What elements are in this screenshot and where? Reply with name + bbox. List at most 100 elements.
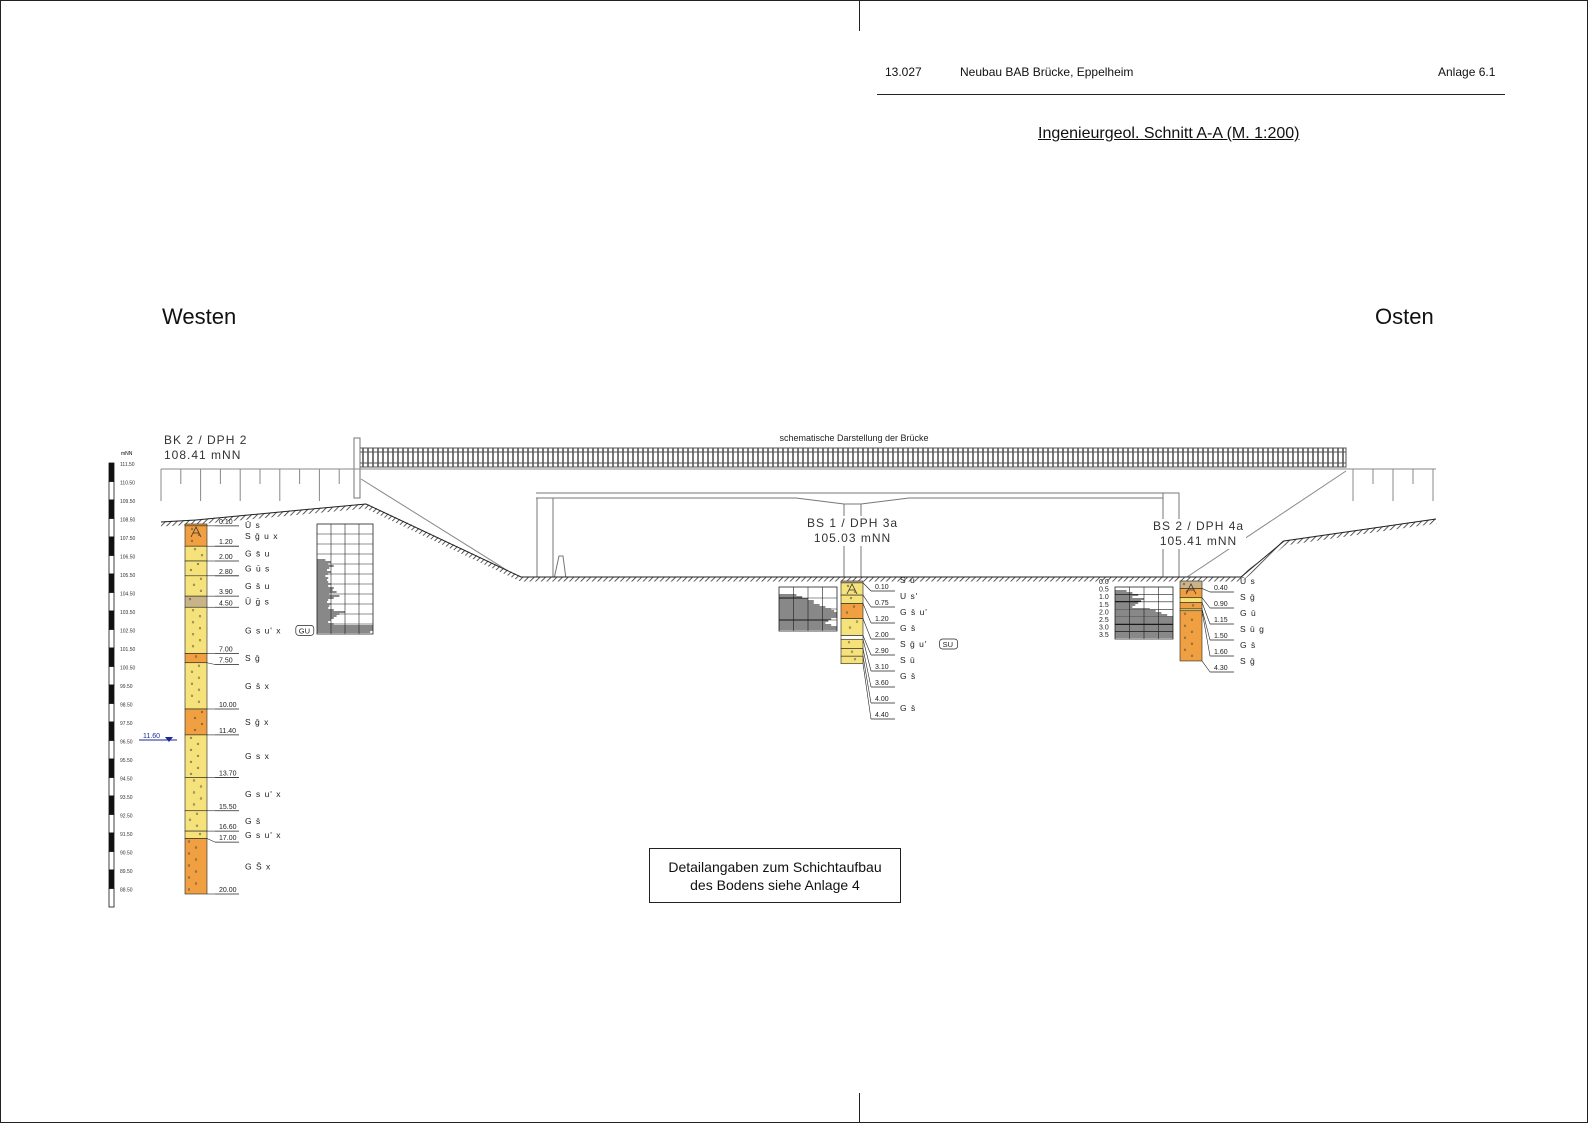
grain-symbol bbox=[191, 645, 195, 648]
soil-group-badge bbox=[295, 625, 315, 636]
layer-depth: 2.00 bbox=[219, 554, 233, 561]
header-divider bbox=[877, 94, 1505, 95]
fill-marker-icon bbox=[190, 526, 202, 538]
slope-line-east bbox=[1180, 470, 1347, 582]
groundwater-triangle-icon bbox=[165, 737, 173, 742]
layer-depth: 1.15 bbox=[1214, 617, 1228, 624]
dph-depth-label: 1.0 bbox=[1099, 594, 1109, 601]
dph-depth-label: 3.5 bbox=[1099, 632, 1109, 639]
layer-depth: 1.50 bbox=[1214, 633, 1228, 640]
leader-line bbox=[862, 648, 872, 688]
elevation-label: 97.50 bbox=[120, 721, 133, 727]
soil-description: G ū s bbox=[245, 563, 270, 573]
fill-marker-icon bbox=[846, 583, 858, 595]
soil-description: G ū bbox=[1240, 608, 1257, 618]
soil-description: Ū s bbox=[1240, 576, 1256, 586]
elevation-label: 93.50 bbox=[120, 795, 133, 801]
grain-symbol bbox=[192, 803, 196, 806]
layer-depth: 17.00 bbox=[219, 835, 237, 842]
grain-symbol bbox=[189, 760, 193, 764]
ground-surface bbox=[160, 503, 1437, 582]
scale-block bbox=[108, 851, 115, 871]
soil-description: S ḡ u' bbox=[900, 639, 927, 649]
elevation-label: 111.50 bbox=[120, 462, 135, 468]
scale-block bbox=[108, 684, 115, 704]
scale-block bbox=[108, 573, 115, 593]
soil-description: G s u' x bbox=[245, 625, 282, 635]
grain-symbol bbox=[845, 611, 849, 614]
elevation-label: 95.50 bbox=[120, 758, 133, 764]
elevation-scale: mNN111.50110.50109.50108.50107.50106.501… bbox=[108, 451, 136, 908]
leader-line bbox=[1201, 597, 1211, 609]
soil-layer bbox=[184, 838, 208, 895]
scale-block bbox=[108, 869, 115, 889]
scale-block bbox=[108, 610, 115, 630]
grain-symbol bbox=[191, 609, 195, 612]
grain-symbol bbox=[198, 639, 202, 642]
groundwater-depth: 11.60 bbox=[143, 733, 160, 740]
leader-line bbox=[862, 603, 872, 624]
borehole-bs2: 0.40Ū s0.90S ḡ1.15G ū1.50S ū g1.60G s̄4.… bbox=[1179, 576, 1265, 673]
scale-block bbox=[108, 518, 115, 538]
direction-east: Osten bbox=[1375, 304, 1434, 329]
soil-layer bbox=[184, 545, 208, 562]
grain-symbol bbox=[196, 562, 200, 566]
grain-symbol bbox=[1190, 630, 1194, 633]
drawing-title: Ingenieurgeol. Schnitt A-A (M. 1:200) bbox=[1038, 125, 1300, 142]
elevation-label: 105.50 bbox=[120, 573, 136, 579]
grain-symbol bbox=[190, 539, 194, 542]
grain-symbol bbox=[1190, 654, 1194, 657]
fill-marker-icon bbox=[1185, 583, 1197, 595]
grain-symbol bbox=[200, 554, 204, 557]
soil-description: S ū g bbox=[1240, 624, 1265, 634]
elevation-label: 91.50 bbox=[120, 832, 133, 838]
soil-description: G s u' x bbox=[245, 830, 282, 840]
project-name: Neubau BAB Brücke, Eppelheim bbox=[960, 65, 1134, 79]
soil-description: S ū bbox=[900, 655, 916, 665]
grain-symbol bbox=[1191, 604, 1195, 607]
leader-line bbox=[862, 663, 872, 720]
borehole-bk2-title: BK 2 / DPH 2 108.41 mNN bbox=[162, 433, 250, 463]
scale-block bbox=[108, 832, 115, 852]
soil-description: S ḡ x bbox=[245, 717, 269, 727]
elevation-label: 108.50 bbox=[120, 518, 136, 524]
grain-symbol bbox=[190, 682, 194, 685]
slope-line-west bbox=[360, 478, 522, 580]
grain-symbol bbox=[190, 694, 194, 697]
attachment-number: Anlage 6.1 bbox=[1438, 65, 1496, 79]
scale-block bbox=[108, 536, 115, 556]
elevation-label: 102.50 bbox=[120, 629, 136, 635]
grain-symbol bbox=[188, 598, 192, 601]
layer-depth: 10.00 bbox=[219, 702, 237, 709]
grain-symbol bbox=[187, 888, 191, 891]
crop-mark-top bbox=[859, 1, 860, 31]
elevation-label: 98.50 bbox=[120, 703, 133, 709]
dph-4a-chart: 0.00.51.01.52.02.53.03.5 bbox=[1099, 579, 1174, 640]
layer-depth: 1.20 bbox=[219, 539, 233, 546]
grain-symbol bbox=[846, 584, 850, 588]
grain-symbol bbox=[196, 766, 200, 770]
leader-line bbox=[1201, 660, 1211, 673]
grain-symbol bbox=[853, 658, 857, 661]
grain-symbol bbox=[199, 785, 203, 788]
grain-symbol bbox=[189, 736, 193, 740]
grain-symbol bbox=[197, 700, 201, 703]
elevation-label: 109.50 bbox=[120, 499, 136, 505]
scale-block bbox=[108, 777, 115, 797]
leader-line bbox=[1201, 588, 1211, 593]
soil-layer bbox=[1179, 597, 1203, 603]
soil-description: G s̄ bbox=[900, 623, 916, 633]
grain-symbol bbox=[187, 876, 191, 879]
leader-line bbox=[206, 662, 216, 665]
soil-description: S ḡ u x bbox=[245, 531, 278, 541]
scale-block bbox=[108, 888, 115, 908]
scale-block bbox=[108, 629, 115, 649]
grain-symbol bbox=[852, 605, 856, 608]
borehole-name: BS 1 / DPH 3a bbox=[805, 516, 901, 531]
borehole-bs1: 0.10S ū0.75U s'1.20G s̄ u'2.00G s̄2.90S … bbox=[840, 575, 958, 720]
grain-symbol bbox=[849, 596, 853, 600]
elevation-label: 94.50 bbox=[120, 777, 133, 783]
grain-symbol bbox=[1182, 582, 1186, 586]
grain-symbol bbox=[196, 754, 200, 758]
